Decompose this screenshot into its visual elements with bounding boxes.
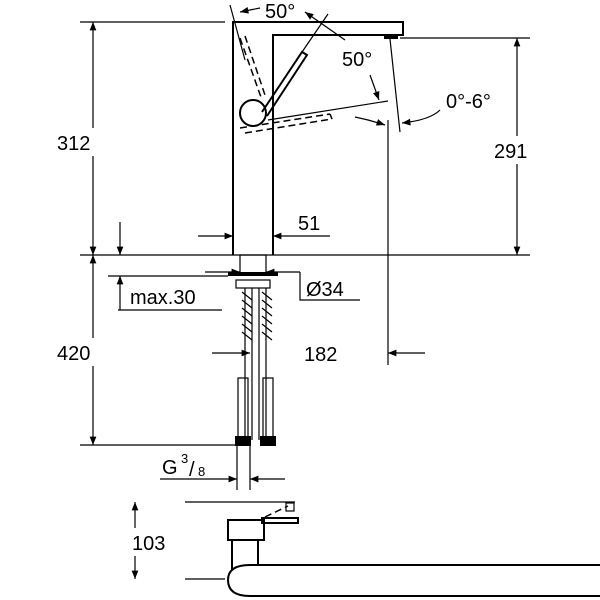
diameter-34-label: Ø34 — [306, 279, 344, 301]
width-51-label: 51 — [298, 213, 320, 235]
angle-top-label: 50° — [265, 1, 295, 23]
thread-slash: / — [189, 459, 195, 481]
mounting-assembly — [228, 254, 278, 446]
thread-letter: G — [162, 457, 178, 479]
thread-numerator: 3 — [181, 451, 188, 466]
spout-tilt-label: 0°-6° — [446, 91, 491, 113]
angle-handle-label: 50° — [342, 49, 372, 71]
height-312-label: 312 — [57, 133, 90, 155]
top-view: 103 — [130, 501, 600, 597]
height-291-label: 291 — [494, 141, 527, 163]
max-30-label: max.30 — [130, 287, 196, 309]
reach-182-label: 182 — [304, 344, 337, 366]
thread-denominator: 8 — [198, 464, 205, 479]
handle-pivot — [239, 99, 267, 127]
top-view-103-label: 103 — [132, 533, 165, 555]
faucet-body — [229, 4, 404, 255]
hose-420-label: 420 — [57, 343, 90, 365]
